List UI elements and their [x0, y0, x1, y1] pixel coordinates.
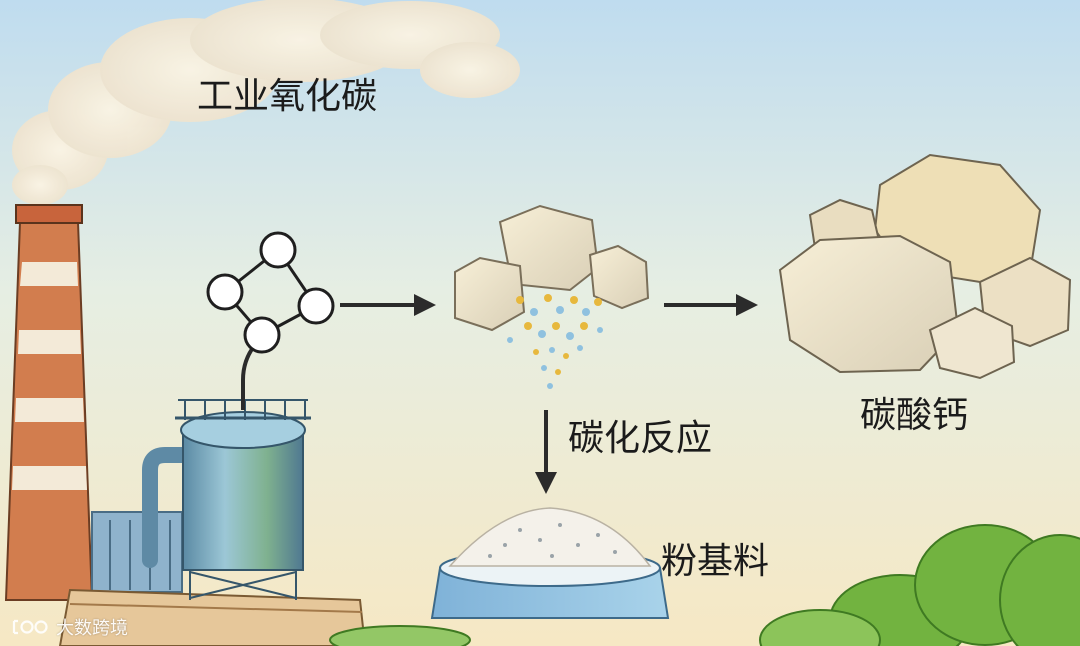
leaf-icon [329, 524, 1080, 646]
arrow-to-calcium-carbonate [664, 294, 758, 316]
watermark-text: 大数跨境 [56, 618, 128, 639]
watermark: 大数跨境 [12, 614, 128, 640]
label-calcium-carbonate: 碳酸钙 [860, 395, 969, 436]
factory-building [58, 511, 367, 646]
tank-icon [175, 399, 311, 600]
label-carbonation-reaction: 碳化反应 [568, 418, 713, 459]
smoke-cloud [12, 0, 520, 205]
smokestack-icon [4, 204, 94, 601]
label-industrial-co2: 工业氧化碳 [197, 76, 378, 117]
arrow-to-stones [340, 294, 436, 316]
stone-icon [454, 204, 650, 332]
powder-tray-icon [430, 507, 670, 619]
co2-molecule-icon [206, 231, 335, 354]
reaction-particles [507, 294, 603, 389]
arrow-down-reaction [535, 410, 557, 494]
calcium-carbonate-stones [778, 153, 1072, 380]
pipe [142, 447, 203, 568]
watermark-logo-icon [12, 619, 48, 635]
label-powder-base: 粉基料 [661, 541, 770, 582]
